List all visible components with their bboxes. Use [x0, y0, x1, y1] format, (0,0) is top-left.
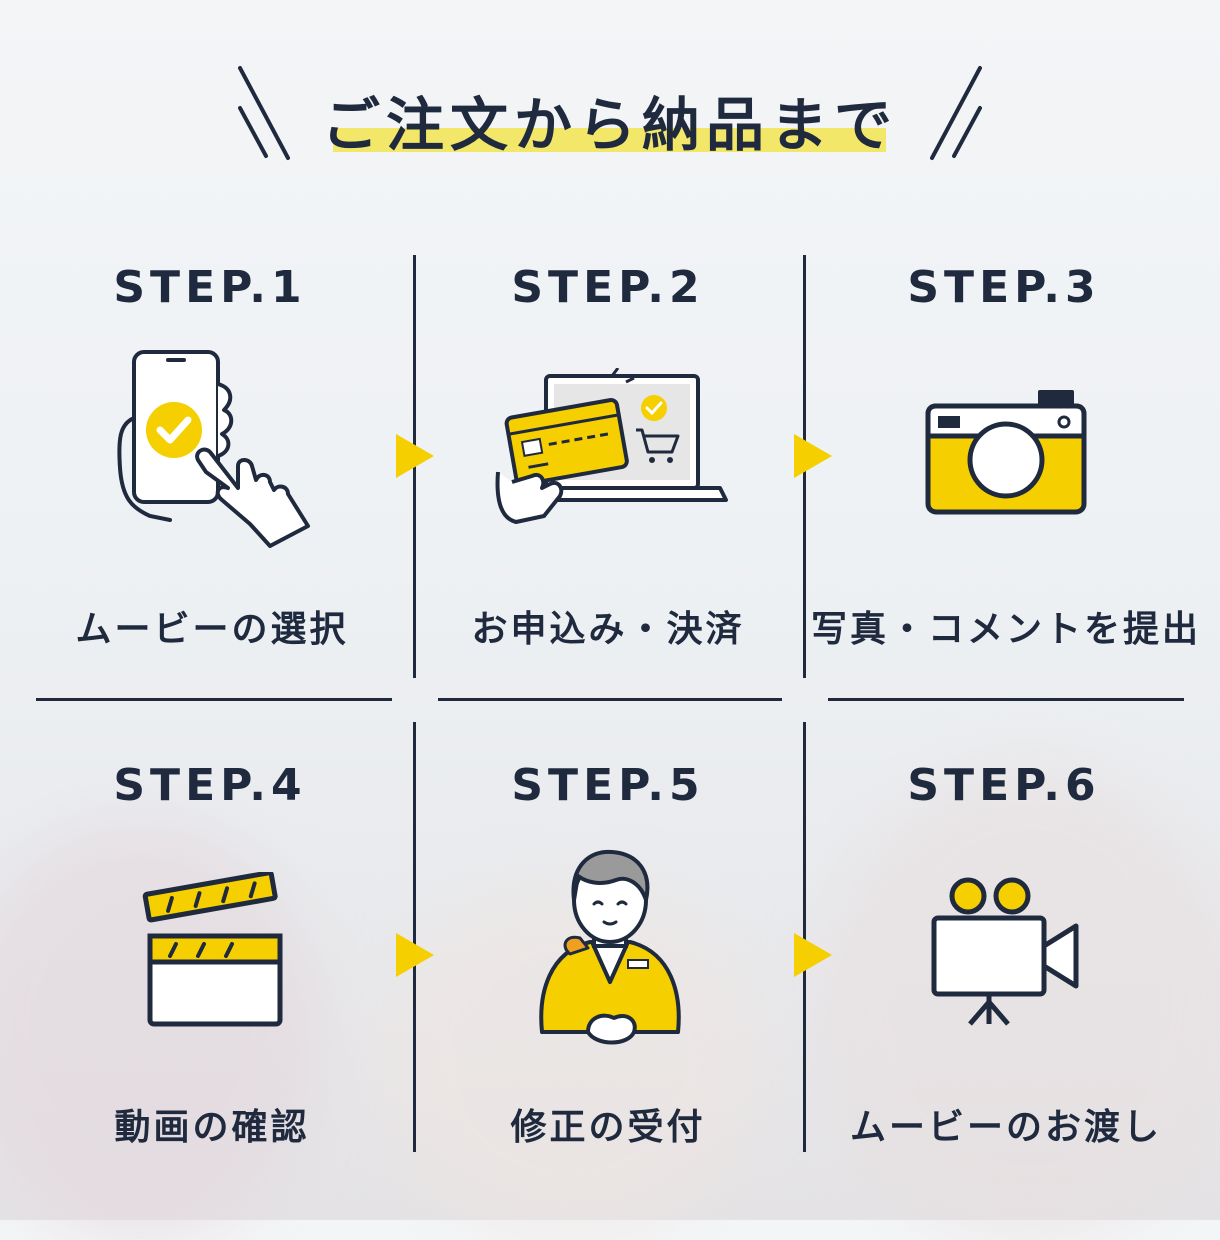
step-5-label: STEP.5	[511, 760, 705, 811]
page-header: ご注文から納品まで	[0, 60, 1220, 180]
step-3-caption: 写真・コメントを提出	[810, 609, 1201, 650]
page-title: ご注文から納品まで	[321, 91, 898, 159]
step-3-label: STEP.3	[907, 262, 1101, 313]
next-arrow-icon	[396, 434, 434, 478]
title-highlight	[333, 128, 886, 152]
row-divider	[36, 698, 392, 701]
next-arrow-icon	[794, 434, 832, 478]
step-1-caption: ムービーの選択	[75, 609, 349, 650]
video-camera-icon	[931, 877, 1079, 1026]
next-arrow-icon	[396, 933, 434, 977]
camera-icon	[925, 390, 1087, 515]
left-slash-decoration	[238, 66, 290, 160]
background-flower-blur	[820, 760, 1220, 1240]
row-divider	[438, 698, 782, 701]
step-6-caption: ムービーのお渡し	[849, 1107, 1162, 1148]
staff-person-icon	[539, 849, 681, 1045]
step-2-caption: お申込み・決済	[471, 609, 745, 650]
step-2-label: STEP.2	[511, 262, 705, 313]
clapperboard-icon	[142, 872, 283, 1027]
row-divider	[828, 698, 1184, 701]
step-6-label: STEP.6	[907, 760, 1101, 811]
credit-card-laptop-icon	[495, 368, 728, 524]
step-4-caption: 動画の確認	[114, 1107, 310, 1148]
smartphone-tap-icon	[117, 350, 310, 548]
step-4-label: STEP.4	[113, 760, 307, 811]
right-slash-decoration	[930, 66, 982, 160]
step-1-label: STEP.1	[113, 262, 307, 313]
step-5-caption: 修正の受付	[510, 1107, 706, 1148]
next-arrow-icon	[794, 933, 832, 977]
